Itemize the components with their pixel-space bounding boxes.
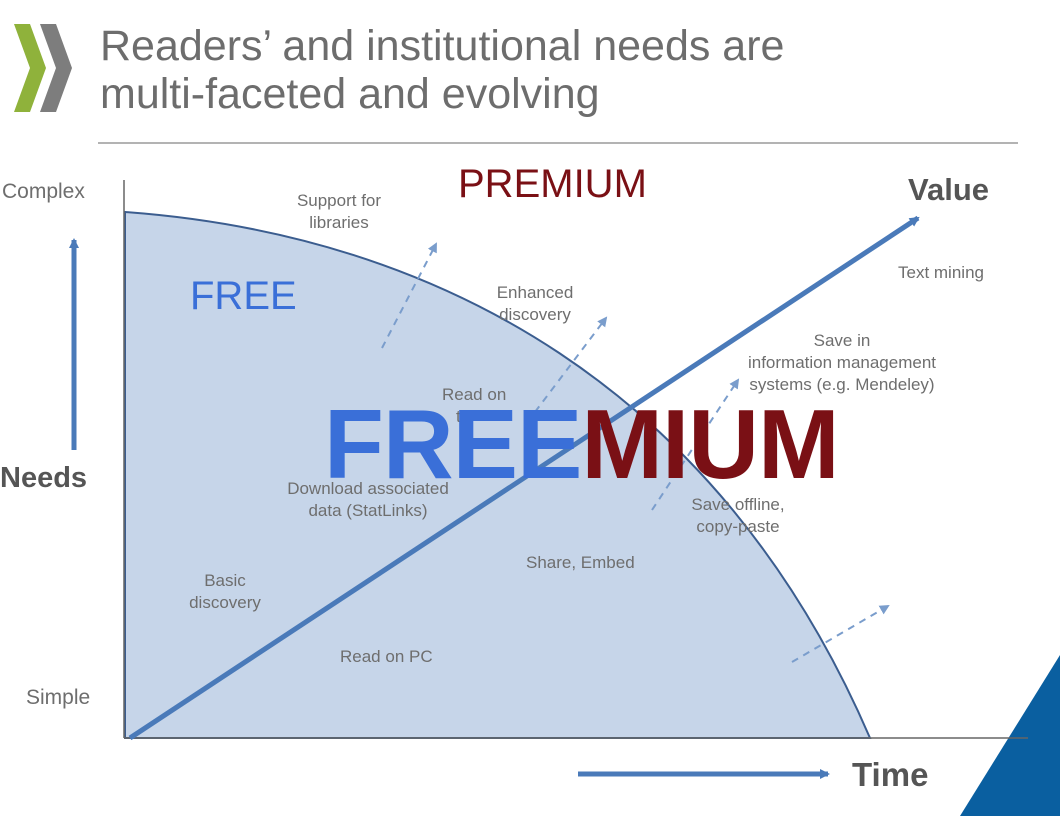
label-enhanced-discovery-line2: discovery (499, 305, 571, 324)
oecd-logo-icon (14, 24, 72, 112)
premium-label: PREMIUM (458, 162, 647, 206)
y-axis-top-label: Complex (2, 180, 85, 203)
label-text-mining: Text mining (898, 263, 984, 282)
x-axis-label: Time (852, 756, 929, 793)
label-save-offline-line2: copy-paste (696, 517, 780, 536)
label-save-in-line3: systems (e.g. Mendeley) (749, 375, 935, 394)
dashed-arrow-libraries (381, 242, 437, 349)
label-enhanced-discovery: Enhanced discovery (480, 282, 590, 326)
title-line-1: Readers’ and institutional needs are (100, 22, 785, 70)
label-support-libraries: Support for libraries (284, 190, 394, 234)
label-support-libraries-line1: Support for (296, 191, 382, 210)
dashed-arrow-textmining (791, 604, 890, 663)
label-support-libraries-line2: libraries (309, 213, 369, 232)
corner-decoration (960, 655, 1060, 816)
label-basic-discovery-line2: discovery (189, 593, 261, 612)
value-arrow (128, 215, 920, 741)
label-save-in: Save in information management systems (… (712, 330, 972, 396)
label-share-embed: Share, Embed (526, 553, 635, 572)
label-basic-discovery: Basic discovery (170, 570, 280, 614)
dashed-arrow-discovery (534, 316, 608, 413)
freemium-free-part: FREE (324, 389, 582, 499)
label-basic-discovery-line1: Basic (204, 571, 246, 590)
value-label: Value (908, 172, 989, 207)
freemium-mium-part: MIUM (581, 389, 839, 499)
label-save-offline: Save offline, copy-paste (678, 494, 798, 538)
label-download-data-line1: Download associated (287, 479, 449, 498)
label-read-on-pc: Read on PC (340, 647, 433, 666)
free-area (124, 210, 872, 739)
label-read-on-line1: Read on (442, 385, 507, 404)
label-download-data-line2: data (StatLinks) (308, 501, 428, 520)
free-label: FREE (190, 274, 297, 318)
label-save-offline-line1: Save offline, (691, 495, 785, 514)
y-axis-bottom-label: Simple (26, 686, 91, 709)
label-read-on: Read on t (442, 384, 506, 428)
label-download-data: Download associated data (StatLinks) (258, 478, 478, 522)
freemium-label: FREEMIUM (324, 394, 840, 494)
y-axis-mid-label: Needs (0, 462, 88, 494)
title-line-2: multi-faceted and evolving (100, 70, 600, 118)
label-save-in-line2: information management (747, 353, 937, 372)
label-enhanced-discovery-line1: Enhanced (496, 283, 574, 302)
label-save-in-line1: Save in (813, 331, 871, 350)
label-read-on-line2: t (456, 407, 461, 426)
page-title: Readers’ and institutional needs are mul… (100, 22, 784, 118)
